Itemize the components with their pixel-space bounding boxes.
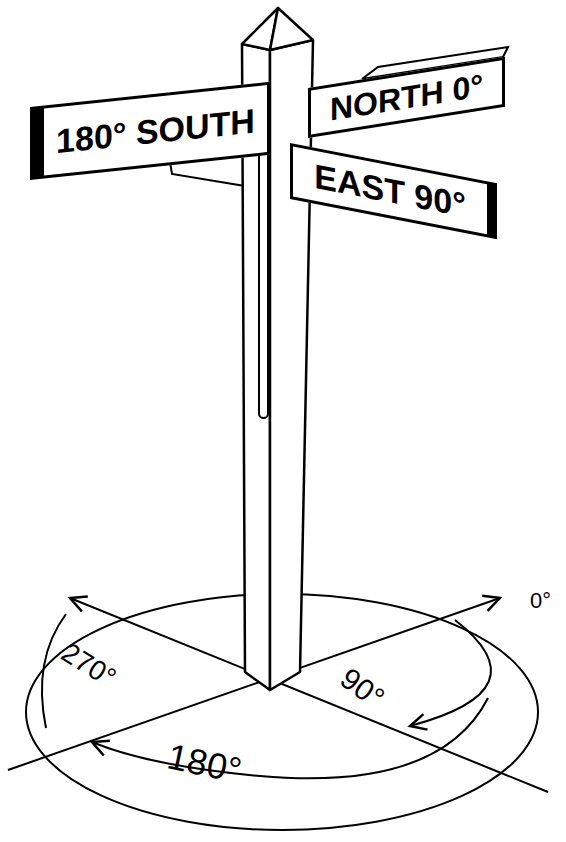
- sign-text: 180° SOUTH: [56, 103, 255, 158]
- angle-label: 90°: [335, 663, 389, 714]
- sign-board: 180° SOUTH: [30, 82, 270, 180]
- sign-board: EAST 90°: [290, 143, 497, 239]
- post-cap: [270, 8, 313, 50]
- angle-label: 0°: [530, 590, 551, 612]
- axis-line: [70, 598, 548, 792]
- sign-text: EAST 90°: [314, 159, 466, 222]
- sign-text: NORTH 0°: [330, 69, 483, 125]
- sign-board: NORTH 0°: [308, 57, 505, 138]
- angle-label: 180°: [164, 738, 244, 789]
- angle-arc: [92, 698, 488, 778]
- angle-label: 270°: [57, 638, 121, 692]
- angle-arc: [42, 614, 66, 728]
- angle-arc: [410, 620, 491, 726]
- post-face: [270, 40, 313, 690]
